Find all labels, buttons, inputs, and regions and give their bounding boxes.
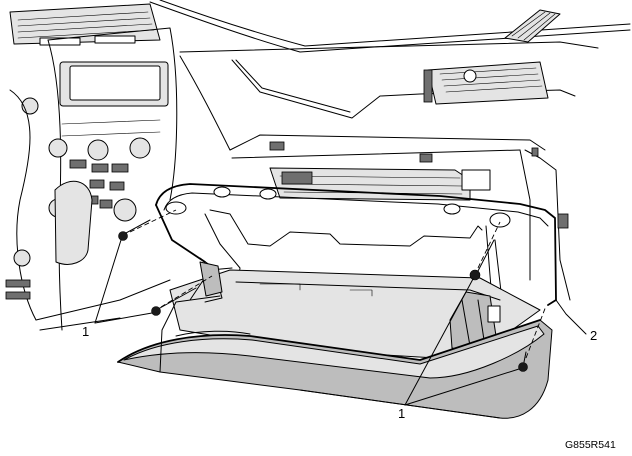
upper-dash [149, 0, 631, 151]
floor-console [5, 89, 171, 331]
dash-end-vent [504, 9, 561, 43]
glove-box-frame [155, 183, 557, 317]
center-stack [21, 27, 178, 331]
leader-lines [94, 239, 587, 406]
callout-2: 2 [590, 328, 597, 343]
right-air-vent [423, 61, 549, 105]
center-defrost-vent [9, 3, 161, 46]
screw-icon [469, 239, 495, 281]
callout-1-left: 1 [82, 324, 89, 339]
glove-box-door [117, 295, 553, 419]
glove-box-cavity [229, 134, 571, 301]
screw-icon [118, 219, 151, 241]
screw-icon [151, 287, 197, 316]
fastener-screws [118, 219, 528, 372]
alignment-lines [129, 209, 547, 359]
callout-1-bottom: 1 [398, 406, 405, 421]
screw-icon [518, 351, 528, 372]
figure-code: G855R541 [565, 439, 616, 451]
